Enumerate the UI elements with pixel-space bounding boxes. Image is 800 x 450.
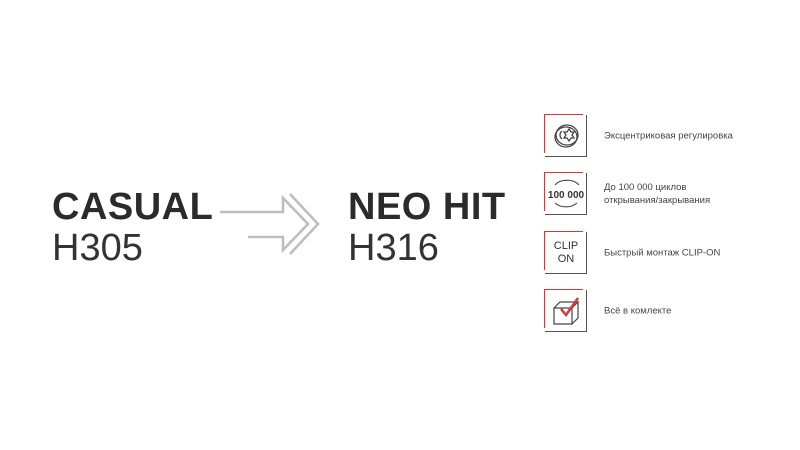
feature-text: Всё в комлекте xyxy=(604,305,672,317)
box-check-icon xyxy=(544,289,587,332)
feature-text: До 100 000 циклов открывания/закрывания xyxy=(604,181,710,207)
arrow-right-icon xyxy=(220,193,320,255)
feature-text: Быстрый монтаж CLIP-ON xyxy=(604,247,721,259)
feature-text-line2: открывания/закрывания xyxy=(604,195,711,206)
new-model: NEO HIT H316 xyxy=(348,188,506,267)
clip-icon-line1: CLIP xyxy=(553,240,579,252)
eccentric-screw-icon xyxy=(544,114,587,157)
cycles-icon-text: 100 000 xyxy=(548,190,585,201)
feature-text-line1: До 100 000 циклов xyxy=(604,182,687,193)
old-model: CASUAL H305 xyxy=(52,188,213,267)
old-model-code: H305 xyxy=(52,227,143,269)
new-model-code: H316 xyxy=(348,227,439,269)
new-model-name: NEO HIT xyxy=(348,186,506,228)
feature-eccentric: Эксцентриковая регулировка xyxy=(544,114,785,157)
feature-cycles: 100 000 До 100 000 циклов открывания/зак… xyxy=(544,172,785,215)
feature-text: Эксцентриковая регулировка xyxy=(604,130,733,142)
cycles-icon: 100 000 xyxy=(544,172,587,215)
clip-icon-line2: ON xyxy=(557,253,575,265)
feature-complete-set: Всё в комлекте xyxy=(544,289,785,332)
old-model-name: CASUAL xyxy=(52,186,214,228)
